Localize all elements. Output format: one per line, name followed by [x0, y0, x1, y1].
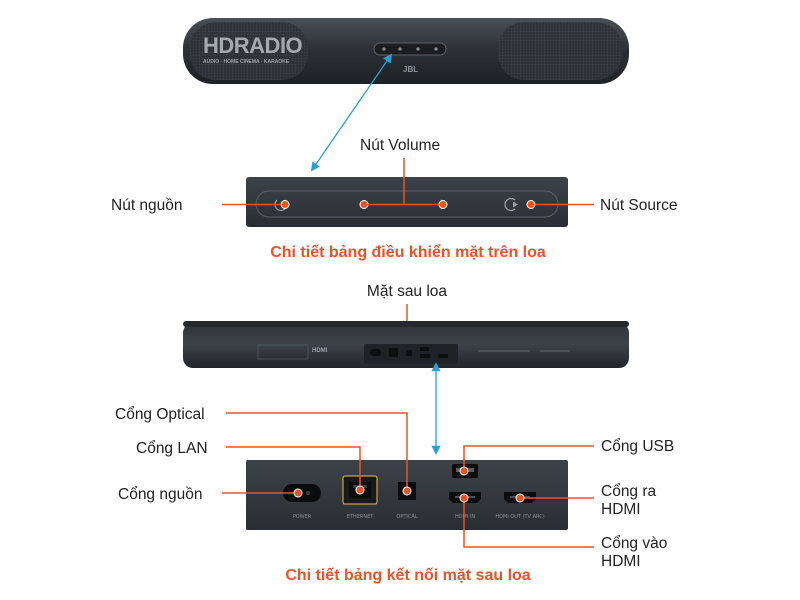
label-hdmi-out-line1: Cổng ra [601, 483, 657, 500]
rear-lan-port [389, 348, 398, 357]
marker-optical-port [402, 486, 412, 496]
power-socket-marking: POWER [293, 514, 312, 520]
label-hdmi-out-line2: HDMI [601, 501, 641, 518]
lan-port-marking: ETHERNET [347, 514, 375, 520]
hdmi-in-marking: HDMI IN [455, 514, 475, 520]
label-power-socket: Cổng nguồn [118, 486, 202, 503]
label-power-button: Nút nguồn [111, 197, 183, 214]
zoom-arrow-top [310, 53, 393, 172]
top-control-strip [373, 42, 447, 56]
device-logo: JBL [403, 65, 418, 74]
source-symbol-icon [504, 197, 518, 212]
rear-hdmi-out-port [438, 354, 448, 358]
rear-hdmi-in-port [420, 354, 430, 358]
marker-source-button [526, 200, 536, 209]
marker-hdmi-in-port [459, 493, 469, 503]
marker-hdmi-out-port [515, 493, 525, 503]
caption-top-panel: Chi tiết bảng điều khiển mặt trên loa [270, 243, 546, 261]
marker-power-button [280, 200, 290, 209]
optical-port-marking: OPTICAL [396, 514, 417, 520]
label-lan-port: Cổng LAN [136, 440, 208, 457]
rear-hdmi-logo: HDMI [312, 348, 328, 354]
caption-rear-panel: Chi tiết bảng kết nối mặt sau loa [285, 567, 530, 584]
top-control-panel [246, 177, 568, 227]
top-leader-lines [222, 158, 594, 206]
soundbar-rear-view: HDMI [183, 321, 629, 368]
label-hdmi-in-line1: Cổng vào [601, 535, 667, 552]
label-optical-port: Cổng Optical [115, 406, 205, 423]
soundbar-top-view: JBL [183, 18, 629, 84]
label-usb-port: Cổng USB [601, 438, 674, 455]
rear-leader-lines [222, 412, 594, 548]
label-hdmi-in-line2: HDMI [601, 553, 641, 570]
rear-optical-port [406, 350, 412, 356]
rear-usb-port [420, 347, 429, 351]
watermark-brand: HDRADIO [203, 33, 303, 58]
marker-usb-port [459, 466, 469, 476]
marker-power-socket [293, 488, 303, 498]
hdmi-out-marking: HDMI OUT (TV ARC) [495, 514, 544, 520]
rear-power-socket [370, 349, 381, 356]
label-rear-panel-title: Mặt sau loa [367, 283, 448, 300]
label-volume-button: Nút Volume [360, 137, 440, 154]
watermark-logo: HDRADIO AUDIO · HOME CINEMA · KARAOKE [203, 33, 303, 65]
watermark-tagline: AUDIO · HOME CINEMA · KARAOKE [203, 59, 290, 65]
label-source-button: Nút Source [600, 197, 678, 214]
marker-lan-port [355, 485, 365, 495]
